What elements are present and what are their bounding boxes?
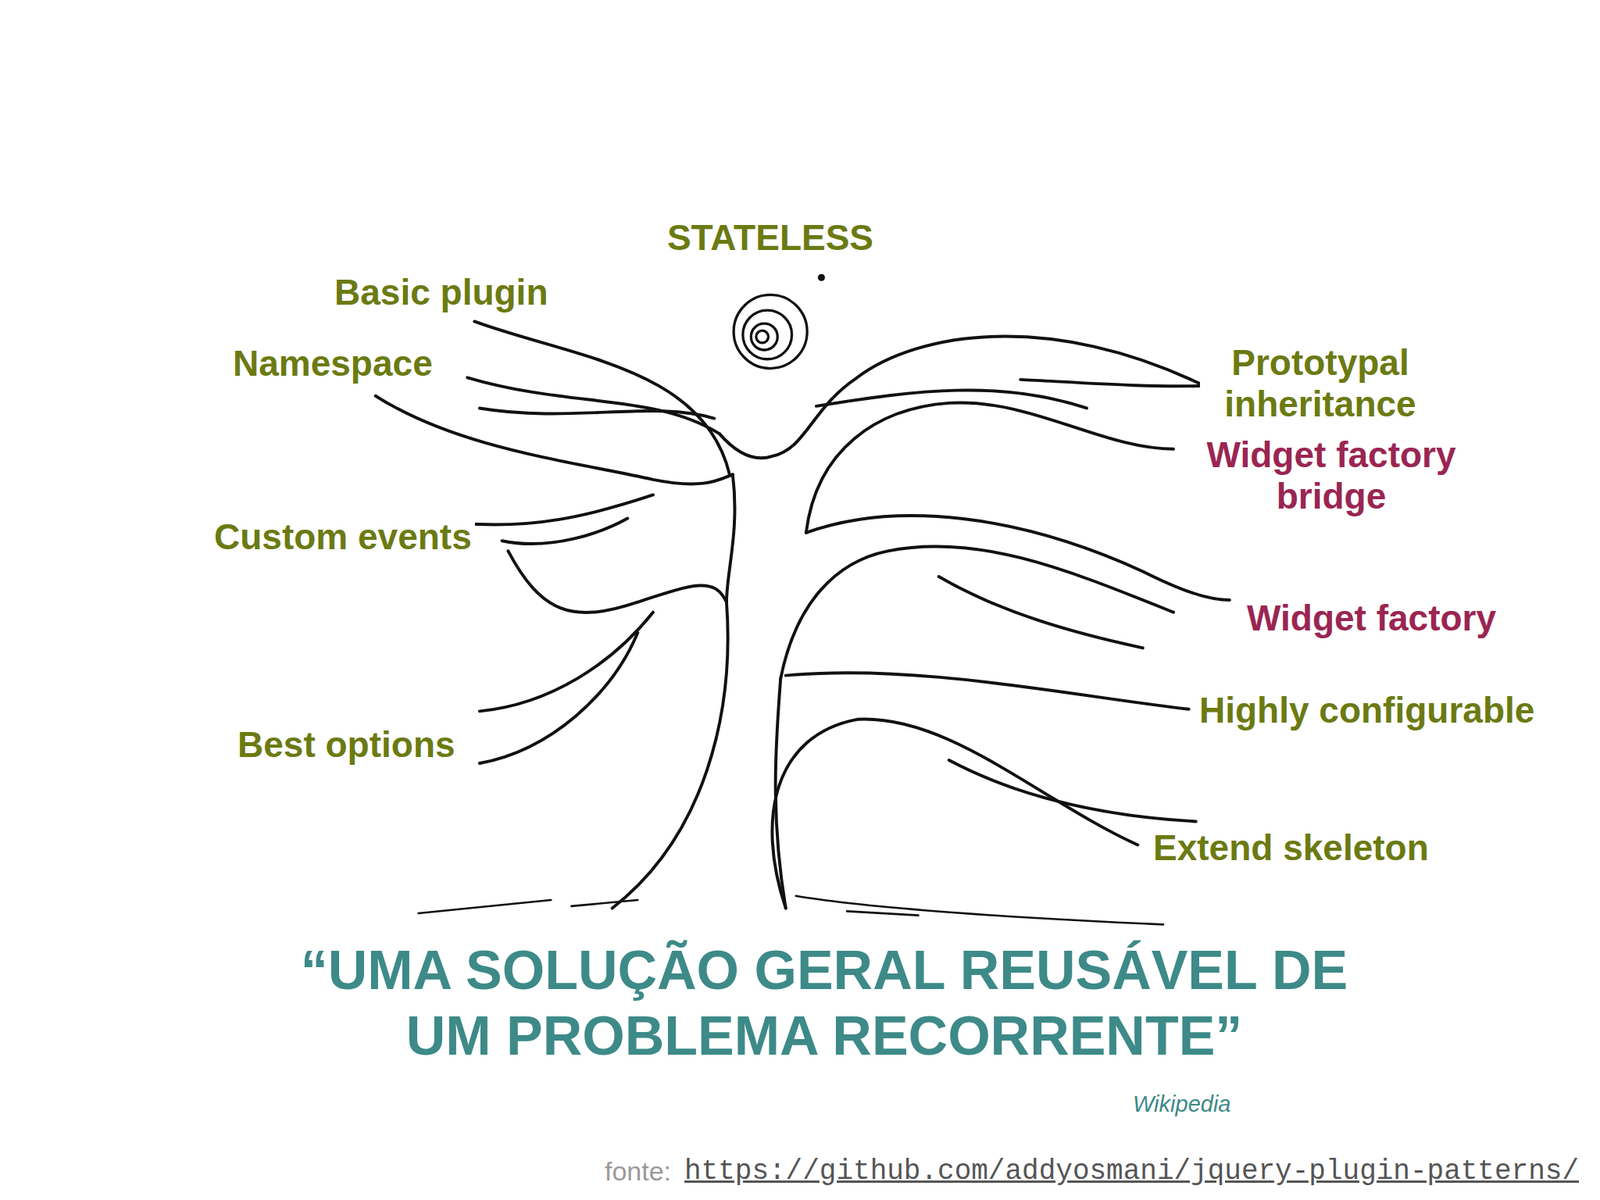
- pattern-label: Best options: [234, 724, 459, 766]
- pattern-label: Extend skeleton: [1150, 827, 1433, 869]
- quote-caption: “UMA SOLUÇÃO GERAL REUSÁVEL DE UM PROBLE…: [269, 937, 1379, 1069]
- pattern-label: Custom events: [210, 516, 475, 558]
- pattern-label: Widget factory: [1243, 597, 1500, 640]
- source-url: https://github.com/addyosmani/jquery-plu…: [681, 1155, 1583, 1188]
- pattern-label: Basic plugin: [331, 271, 551, 314]
- stateless-label: STATELESS: [664, 217, 877, 259]
- source-credit: Wikipedia: [1129, 1091, 1234, 1118]
- source-prefix: fonte:: [601, 1156, 675, 1187]
- pattern-label: Widget factory bridge: [1179, 434, 1483, 518]
- pattern-label: Namespace: [229, 342, 436, 385]
- pattern-label: Highly configurable: [1196, 689, 1538, 732]
- pattern-label: Prototypal inheritance: [1200, 342, 1441, 425]
